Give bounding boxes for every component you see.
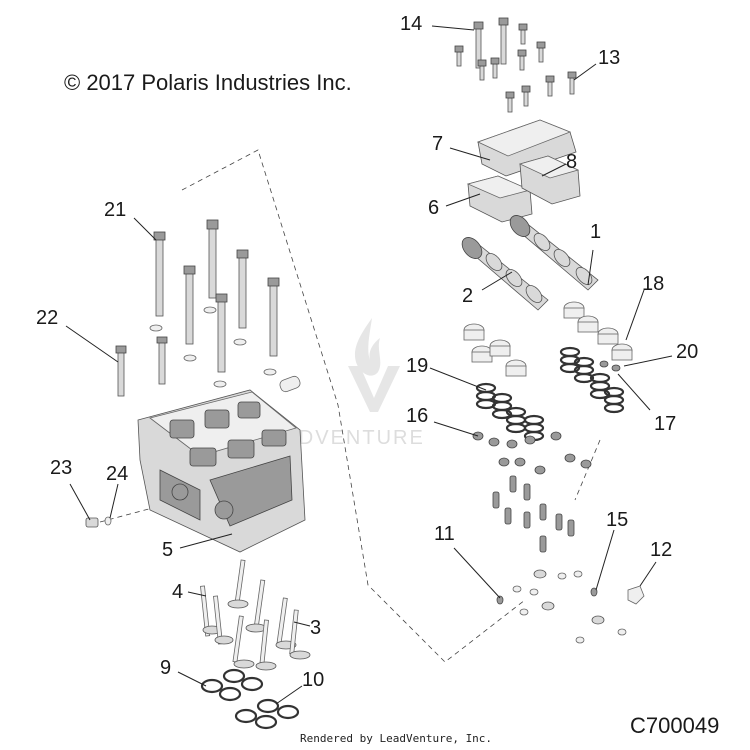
- callout-23: 23: [50, 457, 72, 479]
- callout-22: 22: [36, 307, 58, 329]
- callout-16: 16: [406, 405, 428, 427]
- stem-seals: [472, 431, 592, 475]
- callout-3: 3: [310, 617, 321, 639]
- diagram-code: C700049: [630, 713, 720, 738]
- camshafts: [461, 215, 599, 311]
- callout-8: 8: [566, 151, 577, 173]
- callout-5: 5: [162, 539, 173, 561]
- valve-seals-rings: [200, 668, 300, 730]
- callout-6: 6: [428, 197, 439, 219]
- callout-18: 18: [642, 273, 664, 295]
- plug-and-washer: [85, 516, 112, 528]
- callout-11: 11: [434, 523, 455, 545]
- callout-13: 13: [598, 47, 620, 69]
- callout-12: 12: [650, 539, 672, 561]
- cap-bolts: [454, 17, 577, 113]
- callout-21: 21: [104, 199, 126, 221]
- cylinder-head: [137, 389, 306, 553]
- dashed-outline-left: [181, 149, 526, 663]
- dashed-outline-right: [574, 439, 601, 501]
- callout-20: 20: [676, 341, 698, 363]
- copyright-notice: © 2017 Polaris Industries Inc.: [64, 70, 352, 95]
- callout-19: 19: [406, 355, 428, 377]
- callout-15: 15: [606, 509, 628, 531]
- callout-2: 2: [462, 285, 473, 307]
- valve-springs: [475, 346, 625, 442]
- rendered-by-credit: Rendered by LeadVenture, Inc.: [300, 732, 493, 745]
- callout-7: 7: [432, 133, 443, 155]
- callout-4: 4: [172, 581, 183, 603]
- callout-10: 10: [302, 669, 324, 691]
- valves: [200, 559, 311, 671]
- dashed-outline-plug: [99, 497, 191, 523]
- callout-17: 17: [654, 413, 676, 435]
- camshaft-caps: [466, 119, 581, 223]
- head-bolts: [115, 219, 301, 397]
- leader-lines: [65, 25, 673, 705]
- callout-labels: 1 2 3 4 5 6 7 8 9 10 11 12 13 14 15 16 1…: [36, 13, 698, 691]
- callout-14: 14: [400, 13, 422, 35]
- callout-9: 9: [160, 657, 171, 679]
- valve-buckets: [463, 301, 633, 377]
- valve-seats: [496, 569, 645, 644]
- callout-24: 24: [106, 463, 128, 485]
- valve-guides: [492, 475, 575, 553]
- callout-1: 1: [590, 221, 601, 243]
